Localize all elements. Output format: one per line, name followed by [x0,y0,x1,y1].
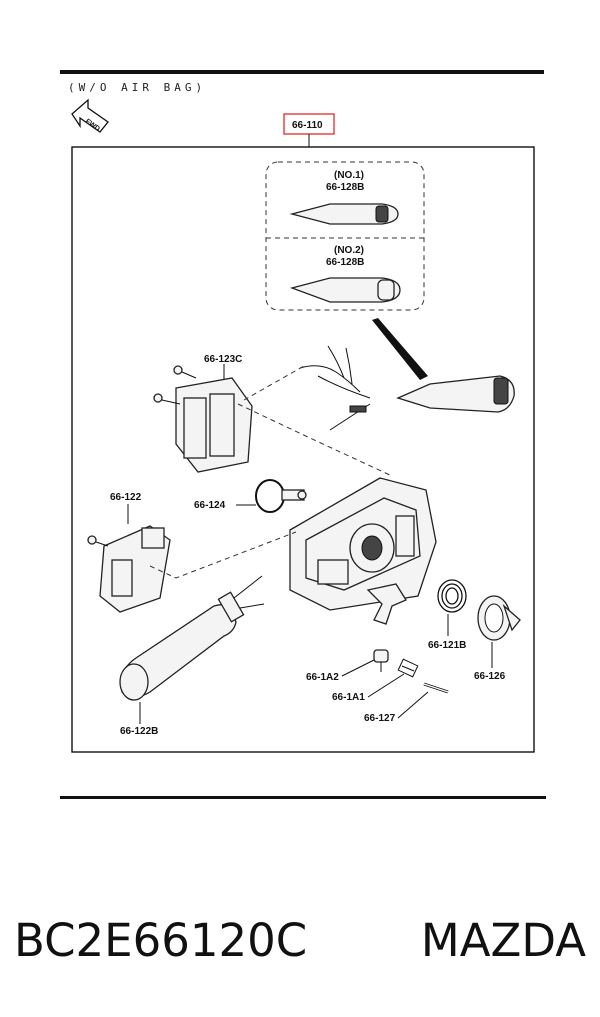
module-122-icon [87,525,171,613]
variant-no2-label: (NO.2) [334,245,364,256]
assembly-label[interactable]: 66-110 [292,120,323,131]
exploded-parts-diagram: (W/O AIR BAG) FWD 66-110 (NO.1) 66-128B … [60,70,546,799]
label-66-122b[interactable]: 66-122B [120,726,158,737]
variant-no1-part[interactable]: 66-128B [326,182,364,193]
assembly-guide-line-1 [237,403,393,477]
label-66-124[interactable]: 66-124 [194,500,226,511]
brand-name: MAZDA [420,913,586,967]
fwd-arrow-icon: FWD [71,98,109,133]
switch-housing-icon [289,477,437,611]
bracket-icon [366,583,407,625]
clamp-124-icon [255,479,307,513]
screw-1a2-icon [373,649,389,672]
label-66-1a1[interactable]: 66-1A1 [332,692,365,703]
top-rule [60,70,544,74]
label-66-1a2[interactable]: 66-1A2 [306,672,339,683]
wiper-lever-icon [299,345,515,431]
lever-no2-icon [289,277,401,303]
label-66-123c[interactable]: 66-123C [204,354,242,365]
diagram-frame [71,146,535,753]
spring-121b-icon [437,579,467,613]
caption-bar: BC2E66120C MAZDA [0,905,600,975]
assembly-guide-line-2 [149,531,297,579]
label-66-126[interactable]: 66-126 [474,671,506,682]
cam-126-icon [477,595,521,641]
variant-no2-part[interactable]: 66-128B [326,257,364,268]
pin-127-icon [423,682,449,694]
header-note: (W/O AIR BAG) [68,81,206,94]
label-66-122[interactable]: 66-122 [110,492,142,503]
spring-1a1-icon [397,658,419,678]
part-number: BC2E66120C [14,913,308,967]
module-123c-icon [153,365,253,473]
variant-pointer-arrow [372,318,428,380]
turn-lever-122b-icon [119,575,265,701]
label-66-127[interactable]: 66-127 [364,713,396,724]
bottom-rule [60,796,546,799]
label-66-121b[interactable]: 66-121B [428,640,466,651]
lever-no1-icon [289,203,399,225]
variant-no1-label: (NO.1) [334,170,364,181]
assembly-guide-line-3 [243,365,305,401]
variant-inset [265,161,425,311]
